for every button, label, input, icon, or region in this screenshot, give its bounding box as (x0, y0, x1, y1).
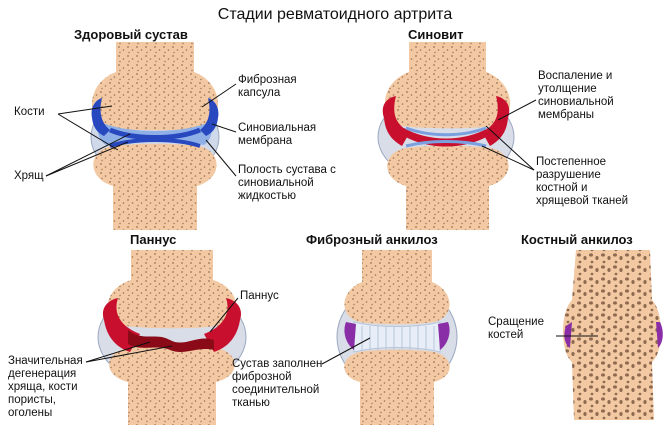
thin-cartilage-lower (405, 140, 487, 148)
label-fibrous-tissue: Сустав заполнен фиброзной соединительной… (232, 358, 323, 409)
inflamed-membrane-left (382, 96, 410, 146)
diagram-title: Стадии ревматоидного артрита (217, 6, 453, 23)
synovial-cavity (98, 122, 212, 145)
lower-bone (344, 349, 450, 425)
label-fibrous-capsule: Фиброзная капсула (238, 74, 297, 99)
fibrous-strands (361, 326, 435, 350)
label-destruction: Постепенное разрушение костной и хрящево… (536, 156, 629, 207)
label-bone-fusion: Сращение костей (488, 316, 544, 341)
lower-bone (109, 345, 235, 425)
fibrous-purple-left (344, 322, 356, 350)
pannus-right (204, 298, 242, 352)
synovitis-joint (377, 42, 515, 230)
fibrous-purple-right (438, 322, 450, 350)
stage-title-bony-ankylosis: Костный анкилоз (521, 232, 633, 247)
bony-purple-left (564, 322, 572, 348)
label-degeneration: Значительная дегенерация хряща, кости по… (8, 355, 83, 419)
lower-bone (93, 143, 217, 230)
stage-title-fibrous-ankylosis: Фиброзный анкилоз (306, 232, 438, 247)
stage-title-healthy: Здоровый сустав (74, 27, 188, 42)
pannus-center (128, 330, 214, 352)
upper-bone (91, 42, 219, 131)
upper-bone (344, 250, 450, 325)
label-cartilage: Хрящ (14, 170, 44, 182)
fibrous-ankylosis-joint (336, 250, 458, 425)
fibrous-tissue (353, 321, 441, 353)
pannus-joint (97, 250, 247, 425)
healthy-joint (90, 42, 220, 230)
inflamed-membrane-right (482, 96, 510, 146)
stage-title-synovitis: Синовит (408, 27, 464, 42)
label-inflammation: Воспаление и утолщение синовиальной мемб… (538, 70, 614, 121)
stage-title-pannus: Паннус (130, 232, 177, 247)
cartilage-lower (109, 138, 201, 148)
thin-cartilage-upper (405, 126, 487, 137)
synovial-membrane-left (91, 98, 110, 136)
label-bones: Кости (14, 106, 45, 118)
label-synovial-membrane: Синовиальная мембрана (238, 122, 317, 147)
upper-bone (107, 250, 237, 329)
lower-bone (387, 145, 509, 230)
upper-bone (384, 42, 511, 129)
leader-lines (45, 83, 598, 365)
label-joint-cavity: Полость сустава с синовиальной жидкостью (238, 164, 336, 202)
bony-ankylosis-joint (563, 250, 663, 420)
synovial-membrane-right (200, 98, 219, 136)
bony-purple-right (656, 322, 663, 348)
label-pannus: Паннус (240, 290, 279, 302)
cartilage-upper (109, 127, 201, 140)
fused-bone (563, 250, 661, 420)
